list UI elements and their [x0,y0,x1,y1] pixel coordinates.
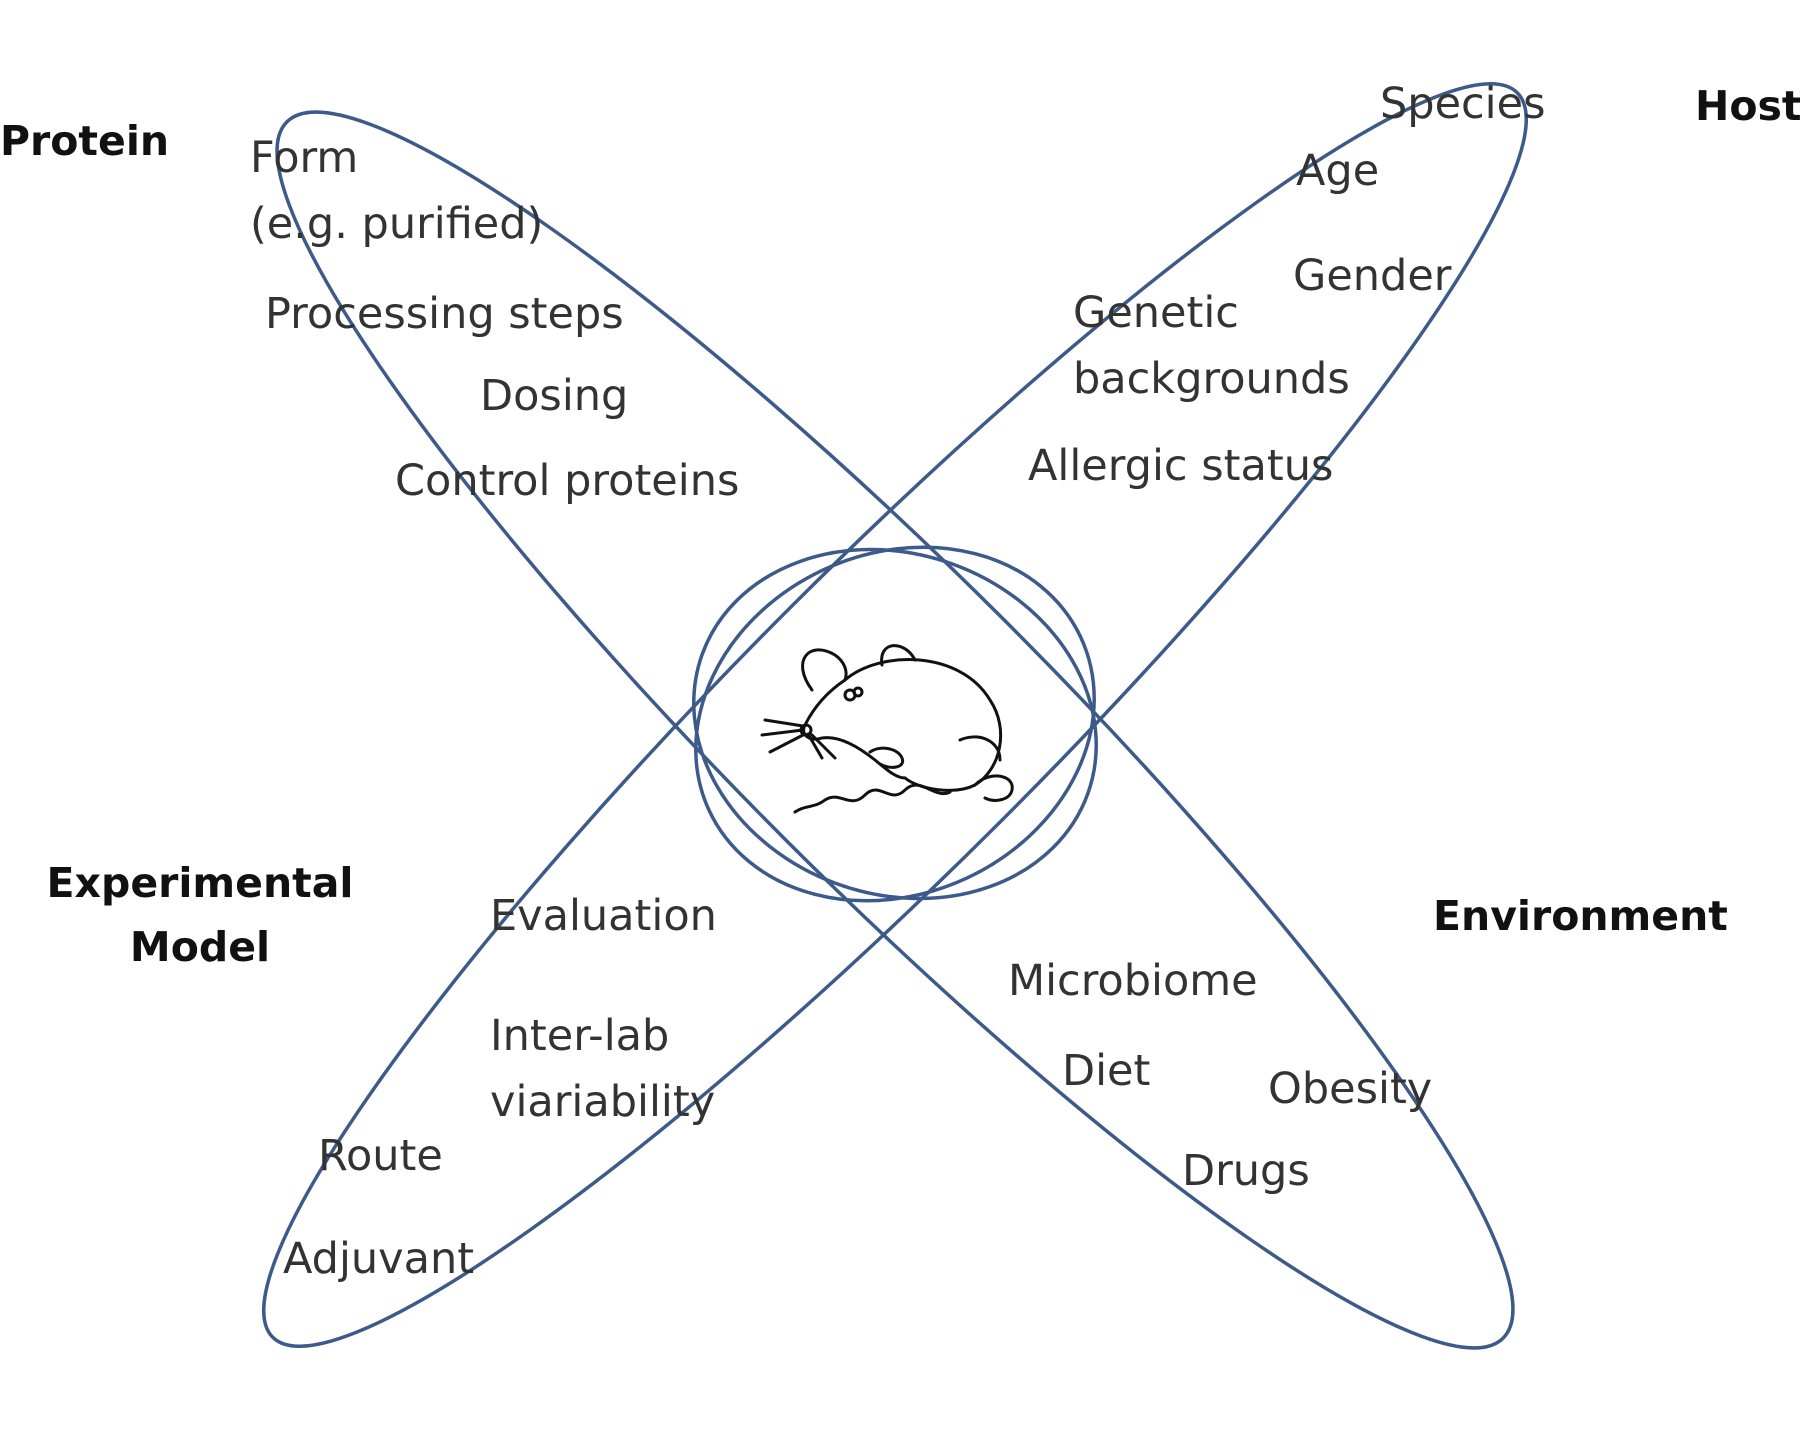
center-ellipse-a [692,547,1098,901]
protein-item-processing-steps: Processing steps [265,289,624,339]
environment-item-diet: Diet [1062,1046,1150,1096]
model-item-evaluation-line: Evaluation [490,891,717,941]
environment-title-line: Environment [1433,892,1728,940]
protein-title: Protein [0,117,169,165]
environment-item-microbiome: Microbiome [1008,956,1258,1006]
host-item-genetic-backgrounds-line: Genetic [1073,288,1239,338]
center-ellipse-b [694,545,1096,903]
host-item-species: Species [1380,79,1546,129]
environment-item-diet-line: Diet [1062,1046,1150,1096]
environment-item-obesity: Obesity [1268,1064,1432,1114]
protein-item-processing-steps-line: Processing steps [265,289,624,339]
protein-item-form-line: (e.g. purified) [250,199,543,249]
environment-item-microbiome-line: Microbiome [1008,956,1258,1006]
environment-item-obesity-line: Obesity [1268,1064,1432,1114]
model-item-adjuvant: Adjuvant [283,1234,474,1284]
model-item-inter-lab-variability-line: viariability [490,1077,715,1127]
host-item-gender-line: Gender [1293,251,1452,301]
protein-environment-ellipse [275,110,1515,1350]
host-title-line: Host [1695,82,1800,130]
host-item-allergic-status: Allergic status [1028,441,1333,491]
model-item-adjuvant-line: Adjuvant [283,1234,474,1284]
protein-item-form-line: Form [250,133,358,183]
environment-item-drugs-line: Drugs [1182,1146,1310,1196]
host-item-species-line: Species [1380,79,1546,129]
protein-item-dosing-line: Dosing [480,371,628,421]
protein-title-line: Protein [0,117,169,165]
mouse-icon [760,644,1014,814]
experimental-model-title-line: Model [130,923,270,971]
host-title: Host [1695,82,1800,130]
model-item-route-line: Route [318,1131,443,1181]
host-item-genetic-backgrounds: Genetic backgrounds [1073,288,1350,404]
host-model-ellipse [262,82,1528,1348]
experimental-model-title-line: Experimental [47,859,354,907]
protein-item-dosing: Dosing [480,371,628,421]
protein-item-form: Form (e.g. purified) [250,133,543,249]
host-item-gender: Gender [1293,251,1452,301]
environment-title: Environment [1433,892,1728,940]
model-item-evaluation: Evaluation [490,891,717,941]
model-item-inter-lab-variability: Inter-lab viariability [490,1011,715,1127]
protein-item-control-proteins-line: Control proteins [395,456,739,506]
protein-item-control-proteins: Control proteins [395,456,739,506]
host-item-age-line: Age [1296,146,1379,196]
environment-item-drugs: Drugs [1182,1146,1310,1196]
host-item-age: Age [1296,146,1379,196]
host-item-genetic-backgrounds-line: backgrounds [1073,354,1350,404]
host-item-allergic-status-line: Allergic status [1028,441,1333,491]
model-item-inter-lab-variability-line: Inter-lab [490,1011,669,1061]
model-item-route: Route [318,1131,443,1181]
